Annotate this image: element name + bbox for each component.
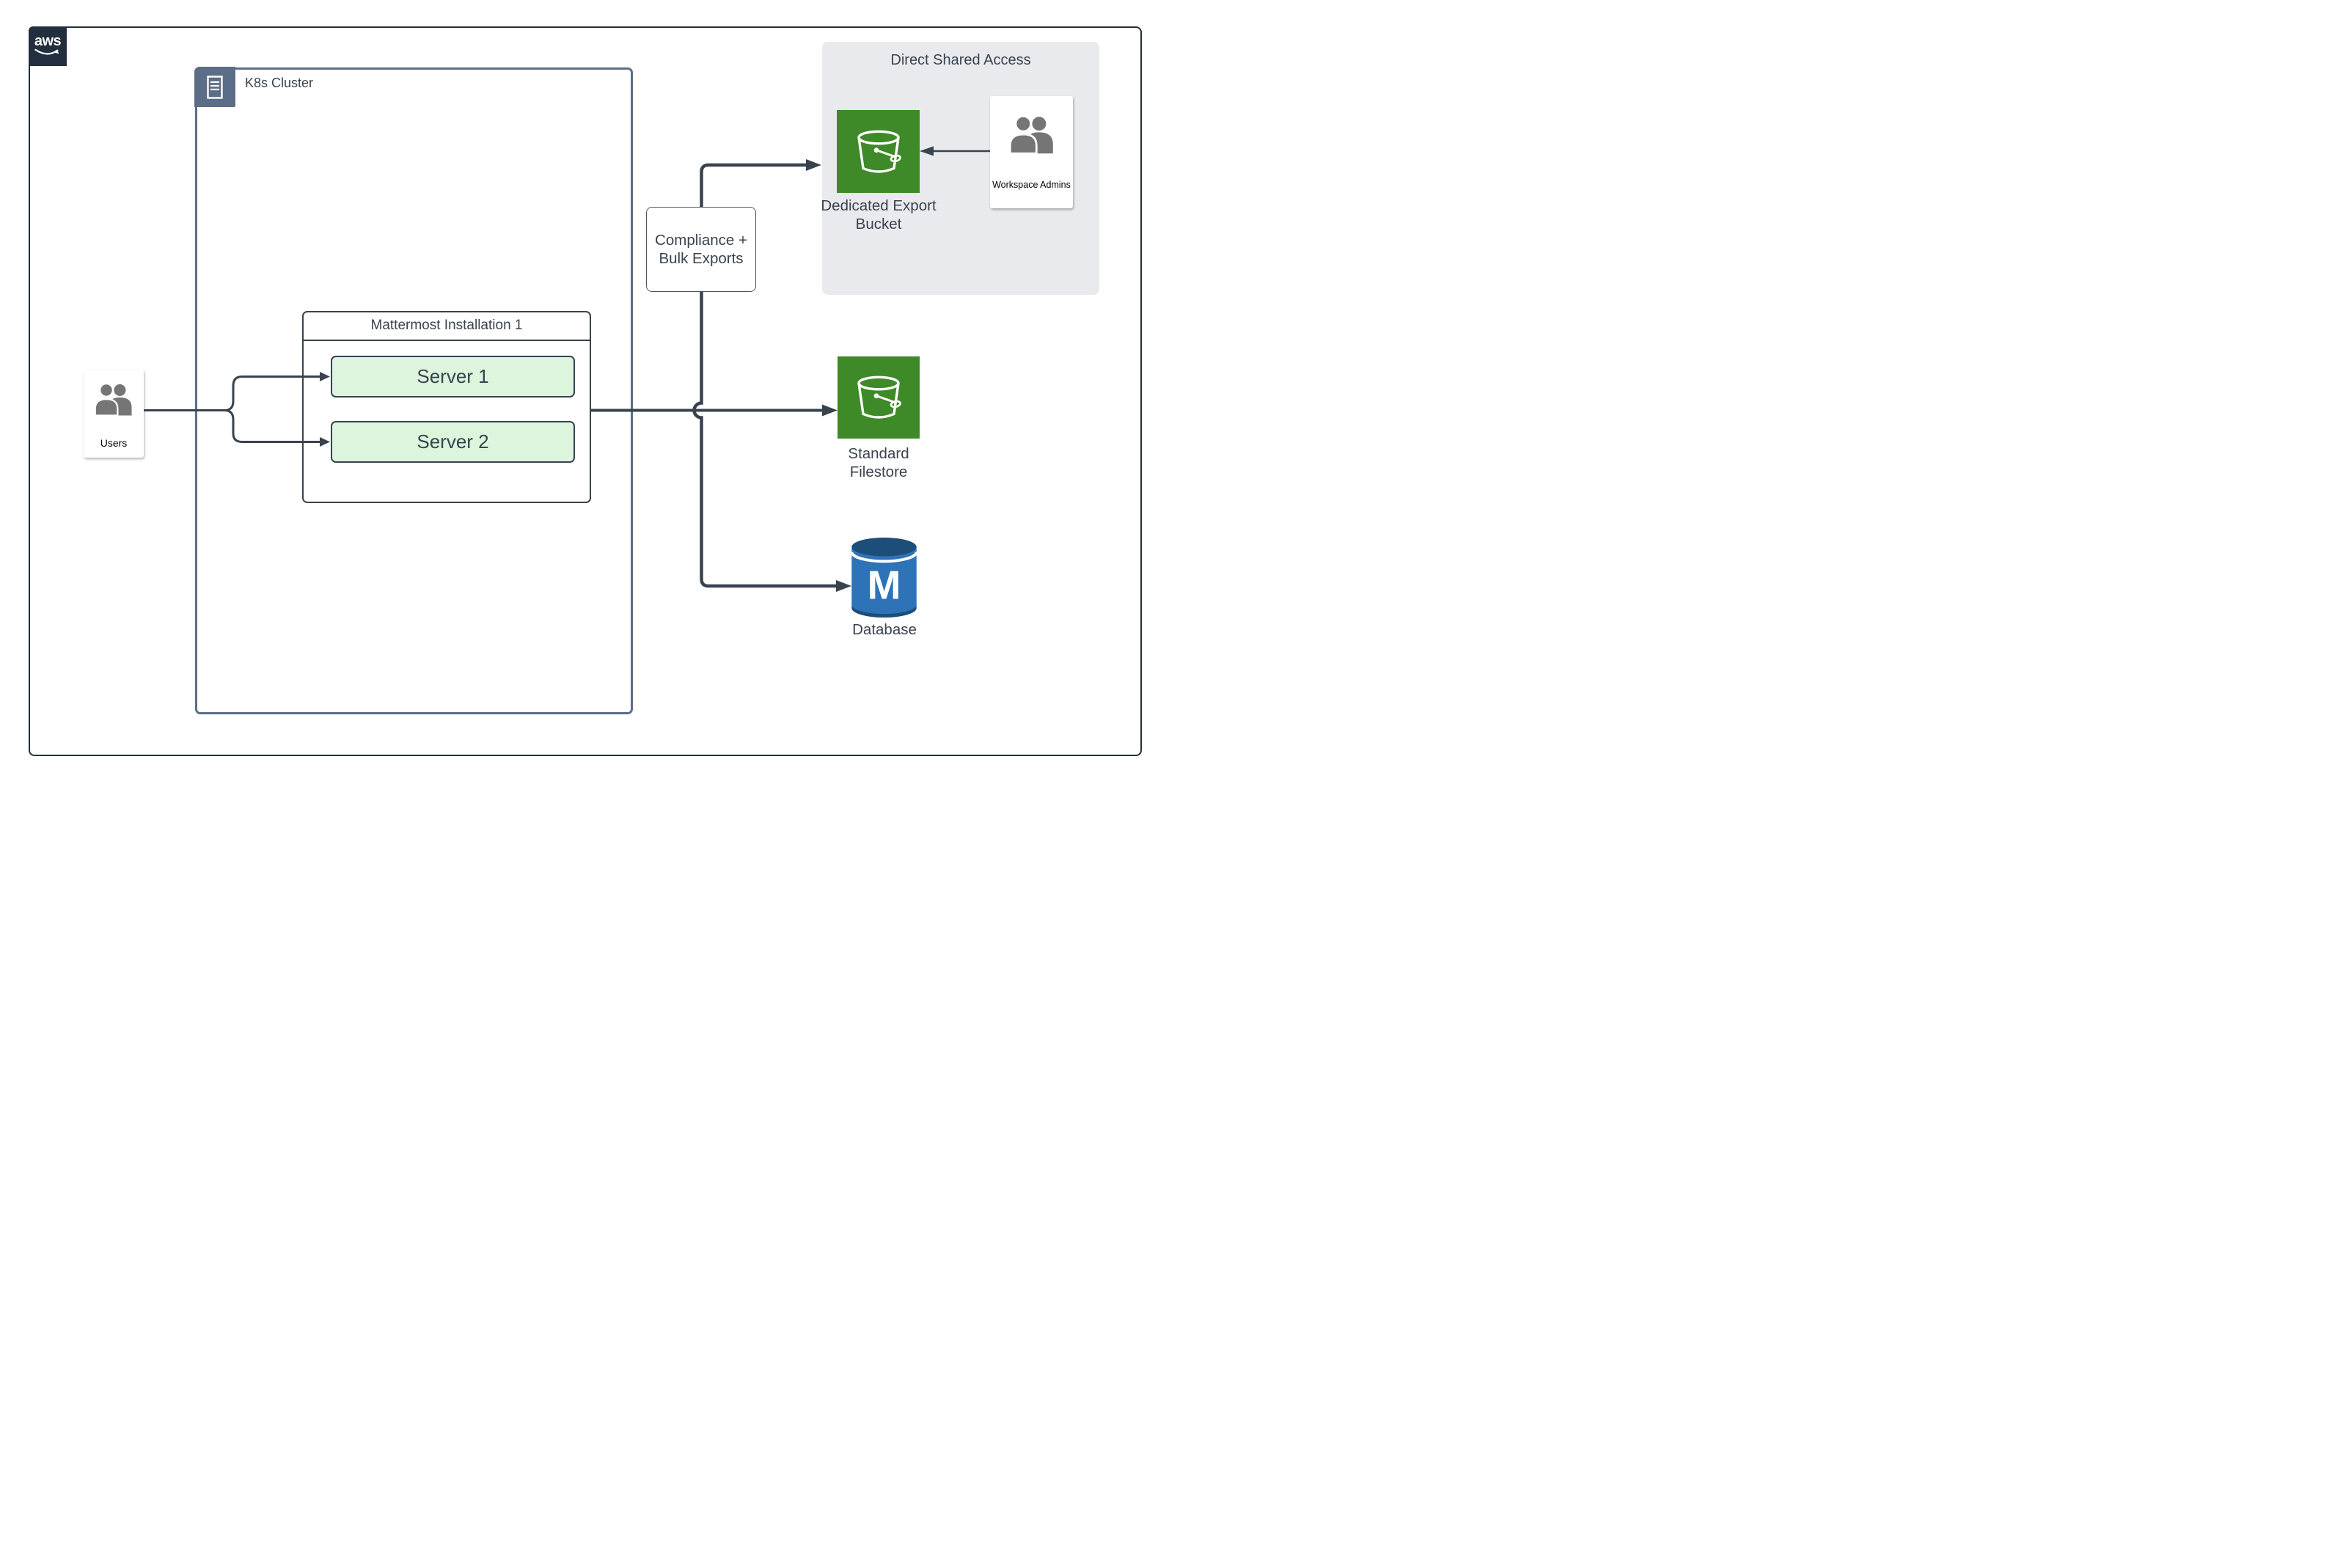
aws-logo: aws (29, 26, 67, 66)
users-icon (1008, 115, 1053, 155)
s3-bucket-icon (857, 375, 901, 419)
server-rack-icon (207, 75, 223, 99)
users-icon (94, 383, 132, 417)
architecture-diagram: aws K8s Cluster Mattermost Installation … (0, 0, 1169, 784)
k8s-cluster-tab (194, 67, 235, 107)
database-label: Database (852, 621, 917, 638)
direct-shared-access-title: Direct Shared Access (890, 52, 1031, 68)
dedicated-export-bucket-node (837, 110, 920, 193)
s3-bucket-icon (857, 130, 901, 173)
workspace-admins-card: Workspace Admins (990, 96, 1073, 208)
database-cylinder-icon: M (851, 537, 917, 618)
compliance-bulk-exports-node: Compliance + Bulk Exports (646, 207, 756, 292)
mattermost-installation-title: Mattermost Installation 1 (302, 311, 591, 341)
compliance-line-1: Compliance + (655, 232, 747, 249)
standard-filestore-label: Standard Filestore (848, 445, 909, 480)
mattermost-installation-box (302, 311, 591, 503)
workspace-admins-label: Workspace Admins (992, 180, 1071, 190)
users-card: Users (84, 370, 144, 458)
aws-smile-icon (34, 48, 59, 55)
aws-cloud-boundary (29, 26, 1142, 756)
compliance-line-2: Bulk Exports (659, 250, 744, 267)
standard-filestore-node (838, 356, 920, 439)
server-2-node: Server 2 (331, 421, 575, 463)
k8s-cluster-label: K8s Cluster (245, 76, 314, 90)
users-label: Users (100, 437, 128, 449)
dedicated-export-bucket-label: Dedicated Export Bucket (821, 197, 937, 232)
aws-logo-text: aws (34, 33, 62, 49)
server-1-node: Server 1 (331, 356, 575, 398)
database-monogram: M (868, 563, 901, 608)
